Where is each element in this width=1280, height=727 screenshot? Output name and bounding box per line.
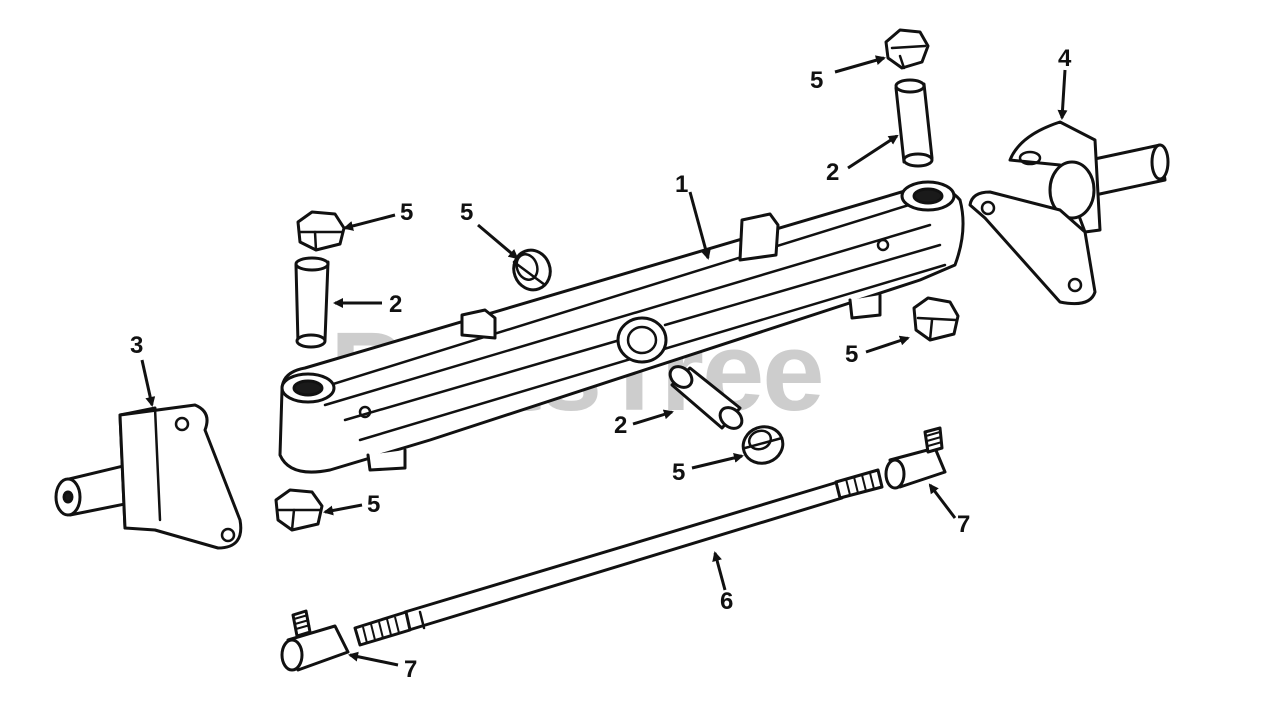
callout-1: 1 [675,171,688,198]
nut-bottom-left [274,488,324,532]
callout-5-mid: 5 [672,459,685,486]
nut-left-top [296,210,346,252]
callout-5-right: 5 [845,341,858,368]
leader-lines [140,55,1068,667]
callout-2-top: 2 [826,159,839,186]
pin-upper-right [894,78,934,168]
callouts: 1 2 2 2 3 4 5 5 5 5 5 5 6 7 7 [130,45,1072,683]
callout-5-left-top: 5 [400,199,413,226]
tie-rod-end-right [884,426,947,490]
callout-3: 3 [130,332,143,359]
tie-rod [353,468,884,647]
callout-6: 6 [720,588,733,615]
left-spindle-bracket [54,403,243,550]
right-spindle-bracket [968,120,1170,306]
tie-rod-end-left [280,609,350,672]
bushing-left [512,248,552,292]
pin-center [668,365,744,430]
callout-5-bottom: 5 [367,491,380,518]
nut-center [741,425,785,465]
callout-7-right: 7 [957,511,970,538]
nut-right [912,296,960,342]
callout-2-left: 2 [389,291,402,318]
callout-5-top: 5 [810,67,823,94]
callout-4: 4 [1058,45,1072,72]
nut-top-right [884,28,930,70]
callout-5-bushing: 5 [460,199,473,226]
callout-2-mid: 2 [614,412,627,439]
pin-upper-left [294,256,330,349]
axle-beam [278,180,965,474]
callout-7-bottom: 7 [404,656,417,683]
